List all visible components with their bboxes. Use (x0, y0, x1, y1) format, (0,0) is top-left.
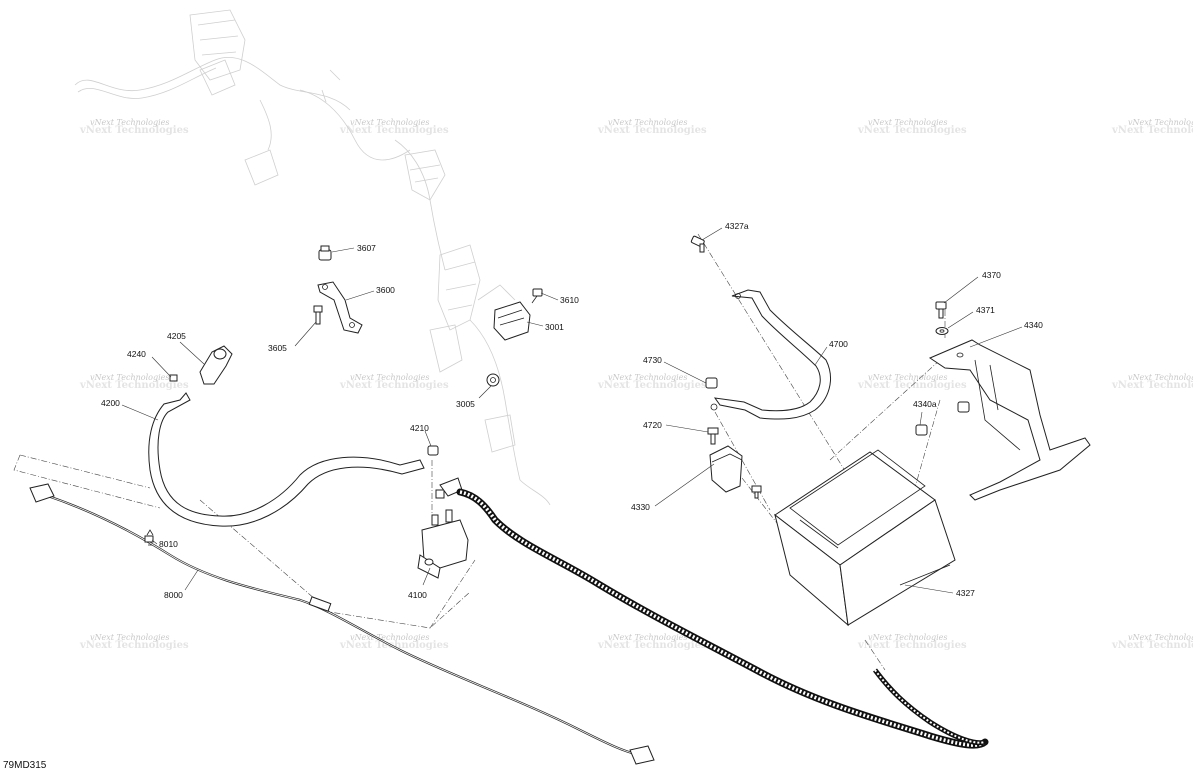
watermark: vNext Technologies (857, 640, 967, 651)
callout-3607: 3607 (357, 243, 376, 253)
watermark: vNext Technologies (1128, 118, 1193, 127)
nut-4730 (705, 377, 718, 389)
callout-4720: 4720 (643, 420, 662, 430)
watermark: vNext Technologies (597, 125, 707, 136)
screw-4370 (935, 301, 947, 319)
callout-3001: 3001 (545, 322, 564, 332)
grommet-3005 (486, 373, 500, 387)
battery-4327 (774, 449, 956, 627)
watermark: vNext Technologies (1111, 125, 1193, 136)
callout-4327: 4327 (956, 588, 975, 598)
callout-4730: 4730 (643, 355, 662, 365)
ground-strap-3600 (317, 281, 363, 334)
diagram-reference-code: 79MD315 (3, 760, 47, 771)
watermark: vNext Technologies (339, 640, 449, 651)
watermark: vNext Technologies (90, 633, 169, 642)
watermark: vNext Technologies (350, 633, 429, 642)
screw-4327a (690, 235, 705, 253)
watermark: vNext Technologies (1111, 380, 1193, 391)
watermark: vNext Technologies (608, 633, 687, 642)
watermark: vNext Technologies (597, 380, 707, 391)
watermark: vNext Technologies (1111, 640, 1193, 651)
watermark: vNext Technologies (350, 373, 429, 382)
screw-3610 (531, 288, 543, 304)
boot-4205 (199, 345, 233, 385)
watermark: vNext Technologies (79, 380, 189, 391)
callout-3005: 3005 (456, 399, 475, 409)
watermark: vNext Technologies (597, 640, 707, 651)
assembly-guide-lines (13, 233, 946, 671)
watermark: vNext Technologies (90, 118, 169, 127)
callout-4200: 4200 (101, 398, 120, 408)
watermark: vNext Technologies (608, 118, 687, 127)
washer-4371 (935, 327, 949, 335)
wire-8000 (29, 483, 655, 765)
positive-cable-harness (456, 488, 989, 749)
watermark: vNext Technologies (608, 373, 687, 382)
callout-4370: 4370 (982, 270, 1001, 280)
callout-8000: 8000 (164, 590, 183, 600)
cable-4700 (710, 289, 831, 420)
callout-4371: 4371 (976, 305, 995, 315)
small-bolt (751, 485, 762, 499)
watermark: vNext Technologies (868, 373, 947, 382)
watermark: vNext Technologies (868, 118, 947, 127)
callout-4330: 4330 (631, 502, 650, 512)
nut-4210 (427, 445, 439, 456)
bracket-4340 (928, 339, 1091, 501)
watermark: vNext Technologies (339, 380, 449, 391)
solenoid-4100 (417, 477, 469, 579)
callout-4205: 4205 (167, 331, 186, 341)
callout-3610: 3610 (560, 295, 579, 305)
clip-8010 (144, 529, 154, 546)
watermark: vNext Technologies (1128, 373, 1193, 382)
nut-3607 (318, 245, 332, 261)
callout-labels: 3607 3600 3605 3610 3001 3005 4205 4240 … (101, 221, 1043, 600)
clip-4240 (169, 374, 178, 382)
watermark: vNext Technologies (339, 125, 449, 136)
callout-4327a: 4327a (725, 221, 749, 231)
watermark: vNext Technologies (857, 125, 967, 136)
callout-3600: 3600 (376, 285, 395, 295)
ghost-frame-outline (74, 9, 551, 506)
callout-4100: 4100 (408, 590, 427, 600)
watermark: vNext Technologies (1128, 633, 1193, 642)
watermark: vNext Technologies (350, 118, 429, 127)
callout-4210: 4210 (410, 423, 429, 433)
callout-4340a: 4340a (913, 399, 937, 409)
bolt-3605 (313, 305, 323, 325)
nut-4340a (915, 401, 970, 436)
terminal-cover-4330 (709, 445, 743, 493)
watermark: vNext Technologies (90, 373, 169, 382)
callout-3605: 3605 (268, 343, 287, 353)
cable-4200 (148, 392, 425, 527)
leader-lines (121, 227, 1023, 594)
callout-8010: 8010 (159, 539, 178, 549)
watermark: vNext Technologies (868, 633, 947, 642)
watermark: vNext Technologies (79, 125, 189, 136)
watermark: vNext Technologies (79, 640, 189, 651)
relay-3001 (493, 301, 531, 341)
callout-4340: 4340 (1024, 320, 1043, 330)
callout-4700: 4700 (829, 339, 848, 349)
callout-4240: 4240 (127, 349, 146, 359)
bolt-4720 (707, 427, 719, 445)
